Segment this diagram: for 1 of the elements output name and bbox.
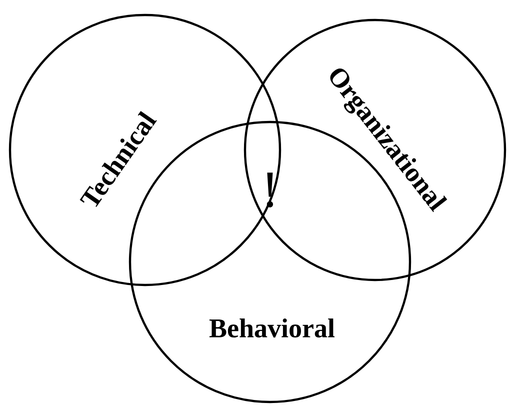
circle-label: Behavioral: [209, 318, 335, 338]
